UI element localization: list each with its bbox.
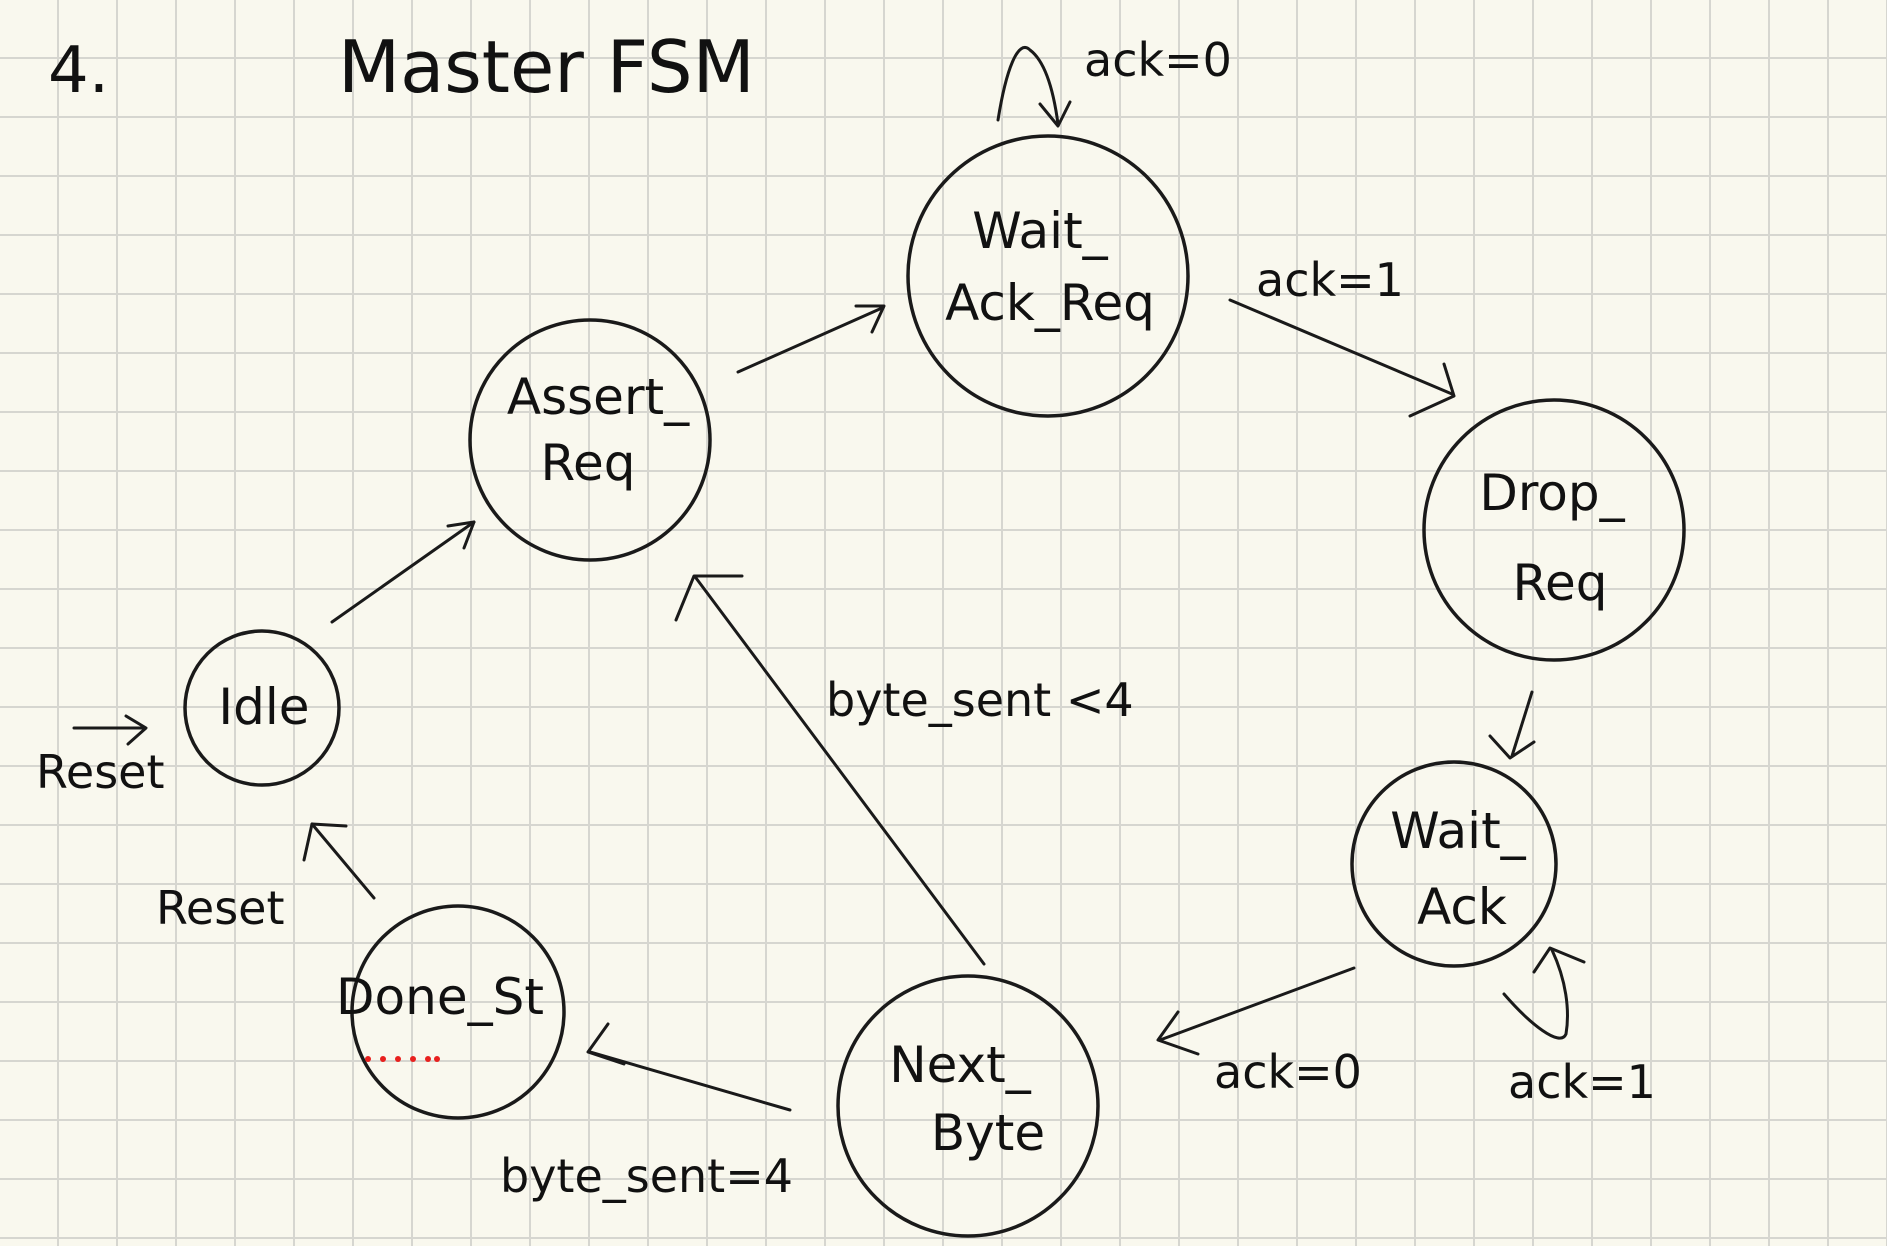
state-wait-ack-circle xyxy=(1350,760,1558,968)
transition-drop-to-wait-ack[interactable] xyxy=(1488,690,1536,760)
state-wait-ack-req-circle xyxy=(906,134,1190,418)
wait-ack-req-self-label: ack=0 xyxy=(1084,33,1232,87)
state-wait-ack-req-label-line2: Ack_Req xyxy=(945,274,1155,332)
state-drop-req[interactable]: Drop_ Req xyxy=(1422,398,1686,662)
state-wait-ack-label-line2: Ack xyxy=(1417,878,1507,936)
page-number: 4. xyxy=(48,34,109,108)
next-to-done-arrowhead xyxy=(586,1022,626,1066)
state-assert-req[interactable]: Assert_ Req xyxy=(468,318,712,562)
state-idle-label: Idle xyxy=(218,678,309,736)
wait-ack-self-loop xyxy=(1502,948,1569,1040)
state-next-byte[interactable]: Next_ Byte xyxy=(836,974,1100,1238)
drop-to-wait-ack-line xyxy=(1510,690,1534,758)
assert-to-wait-arrowhead xyxy=(854,304,886,334)
state-next-byte-label-line1: Next_ xyxy=(889,1036,1031,1094)
state-next-byte-label-line2: Byte xyxy=(931,1104,1045,1162)
reset-entry-label: Reset xyxy=(36,745,165,799)
state-assert-req-circle xyxy=(468,318,712,562)
transition-idle-to-assert-req[interactable] xyxy=(330,520,476,624)
next-to-done-line xyxy=(588,1050,792,1112)
state-assert-req-label-line1: Assert_ xyxy=(507,368,690,426)
state-done-st-circle xyxy=(350,904,566,1120)
done-to-idle-arrowhead xyxy=(302,822,348,862)
transition-wait-ack-self[interactable]: ack=1 xyxy=(1502,946,1656,1109)
wait-to-drop-arrowhead xyxy=(1408,362,1456,418)
done-to-idle-line xyxy=(310,822,376,900)
state-drop-req-label-line2: Req xyxy=(1513,554,1608,612)
transition-reset-entry[interactable]: Reset xyxy=(36,714,165,799)
wait-ack-req-self-loop xyxy=(996,46,1060,126)
idle-to-assert-arrowhead xyxy=(446,520,476,550)
wait-ack-self-arrowhead xyxy=(1532,946,1586,974)
wait-ack-req-self-arrowhead xyxy=(1038,100,1072,128)
state-drop-req-circle xyxy=(1422,398,1686,662)
done-st-red-dots xyxy=(365,1056,440,1062)
assert-to-wait-line xyxy=(736,306,884,374)
state-wait-ack-label-line1: Wait_ xyxy=(1390,802,1526,860)
wait-ack-self-label: ack=1 xyxy=(1508,1055,1656,1109)
transition-assert-to-wait-ack-req[interactable] xyxy=(736,304,886,374)
next-to-assert-arrowhead xyxy=(674,574,744,622)
state-wait-ack[interactable]: Wait_ Ack xyxy=(1350,760,1558,968)
wait-ack-to-next-label: ack=0 xyxy=(1214,1045,1362,1099)
transition-next-byte-to-done[interactable]: byte_sent=4 xyxy=(500,1022,793,1203)
transition-done-to-idle[interactable]: Reset xyxy=(156,822,376,935)
state-done-st-label: Done_St xyxy=(336,968,544,1026)
reset-entry-arrowhead xyxy=(124,714,148,746)
transition-wait-ack-to-next-byte[interactable]: ack=0 xyxy=(1156,966,1362,1099)
page-title: Master FSM xyxy=(338,25,755,109)
wait-ack-to-next-line xyxy=(1158,966,1356,1042)
wait-ack-to-next-arrowhead xyxy=(1156,1010,1200,1056)
state-wait-ack-req[interactable]: Wait_ Ack_Req xyxy=(906,134,1190,418)
next-to-assert-label: byte_sent <4 xyxy=(826,673,1134,727)
wait-to-drop-line xyxy=(1228,298,1454,396)
state-wait-ack-req-label-line1: Wait_ xyxy=(972,202,1108,260)
state-done-st[interactable]: Done_St xyxy=(336,904,566,1120)
transition-wait-ack-req-self[interactable]: ack=0 xyxy=(996,33,1232,128)
wait-to-drop-label: ack=1 xyxy=(1256,253,1404,307)
state-drop-req-label-line1: Drop_ xyxy=(1479,464,1625,522)
drop-to-wait-ack-arrowhead xyxy=(1488,734,1536,760)
transition-next-byte-to-assert[interactable]: byte_sent <4 xyxy=(674,574,1134,966)
state-idle[interactable]: Idle xyxy=(183,629,341,787)
next-to-assert-line xyxy=(694,576,986,966)
idle-to-assert-line xyxy=(330,520,476,624)
transition-wait-ack-req-to-drop[interactable]: ack=1 xyxy=(1228,253,1456,418)
next-to-done-label: byte_sent=4 xyxy=(500,1149,793,1203)
done-to-idle-label: Reset xyxy=(156,881,285,935)
state-next-byte-circle xyxy=(836,974,1100,1238)
state-assert-req-label-line2: Req xyxy=(541,434,636,492)
state-idle-circle xyxy=(183,629,341,787)
